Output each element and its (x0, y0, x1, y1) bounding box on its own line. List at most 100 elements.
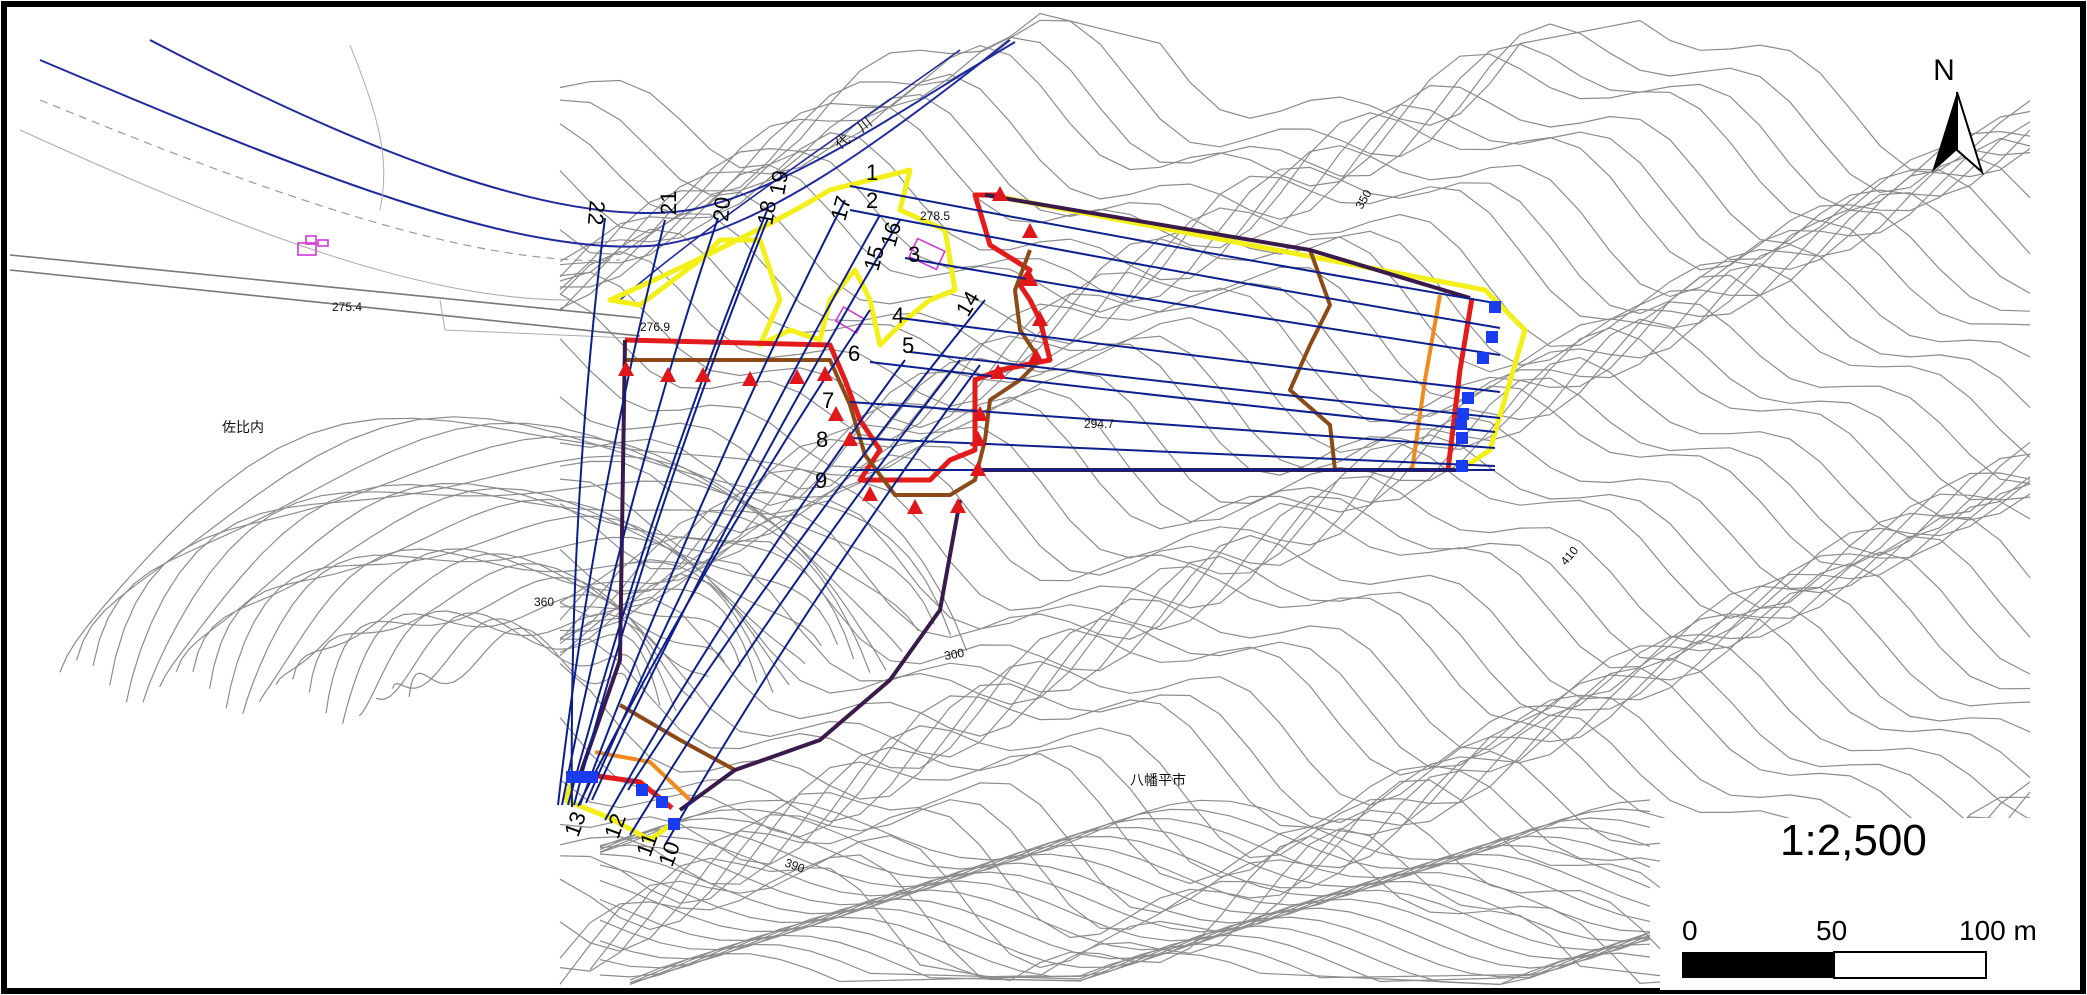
profile-line-label-22: 22 (583, 200, 610, 227)
end-marker-12 (586, 771, 598, 783)
profile-line-label-1: 1 (866, 160, 878, 185)
contour-line (242, 536, 790, 714)
end-marker-2 (1486, 331, 1498, 343)
start-marker-10 (907, 499, 923, 514)
end-marker-7 (1456, 432, 1468, 444)
contour-line (559, 150, 2031, 315)
profile-line-label-18: 18 (752, 198, 781, 226)
contour-line (599, 817, 1651, 879)
end-marker-6 (1455, 418, 1467, 430)
contour-line (559, 385, 2031, 570)
profile-line-18 (573, 217, 769, 806)
contour-line (308, 563, 725, 693)
profile-line-16 (585, 214, 881, 804)
contour-line (599, 808, 1651, 870)
contour-line (559, 657, 2031, 841)
profile-line-label-9: 9 (815, 468, 827, 493)
end-marker-14 (656, 796, 668, 808)
start-marker-4 (742, 371, 758, 386)
contour-line (599, 889, 1651, 951)
contour-line (559, 615, 2031, 778)
start-marker-5 (789, 369, 805, 384)
start-marker-16 (1028, 348, 1044, 363)
start-marker-12 (970, 461, 986, 476)
profile-line-label-20: 20 (708, 196, 735, 223)
profile-line-2 (849, 209, 1501, 329)
contour-line (559, 106, 2031, 291)
scalebar-black-segment (1682, 952, 1834, 978)
profile-line-10 (664, 364, 981, 846)
contour-line (559, 696, 2031, 878)
contour-line (559, 534, 2031, 698)
contour-line (559, 12, 2031, 171)
profile-line-12 (604, 359, 906, 821)
contour-line (559, 563, 2031, 723)
contour-line (559, 377, 2031, 556)
start-marker-7 (828, 406, 844, 421)
profile-line-3 (904, 257, 1501, 356)
end-marker-13 (636, 784, 648, 796)
profile-line-1 (849, 185, 1496, 304)
profile-line-15 (591, 219, 901, 801)
profile-line-label-3: 3 (908, 242, 920, 267)
contour-line (559, 356, 2031, 539)
contour-line (375, 612, 661, 706)
contour-line (559, 606, 2031, 769)
contour-line (559, 93, 2031, 277)
start-marker-8 (842, 431, 858, 446)
start-markers (618, 186, 1048, 514)
end-marker-5 (1457, 408, 1469, 420)
contour-line (599, 853, 1651, 915)
contour-line (175, 482, 855, 672)
contour-line (559, 132, 2031, 298)
contour-line (629, 943, 1651, 984)
contour-line (559, 714, 2031, 895)
contour-line (559, 586, 2031, 751)
profile-line-19 (567, 207, 769, 806)
start-marker-18 (1022, 271, 1038, 286)
profile-line-17 (579, 199, 846, 806)
red-zone (624, 192, 1053, 483)
end-marker-3 (1477, 352, 1489, 364)
contour-line (358, 610, 677, 717)
profile-line-label-6: 6 (848, 341, 860, 366)
profile-line-label-19: 19 (764, 168, 793, 196)
profile-line-21 (557, 219, 666, 806)
profile-line-label-7: 7 (822, 388, 834, 413)
contour-line (559, 667, 2031, 857)
contour-line (599, 862, 1651, 924)
contour-line (599, 844, 1651, 906)
contour-label-360: 360 (534, 595, 554, 609)
place-name-hachimantai: 八幡平市 (1130, 772, 1186, 788)
contour-line (559, 318, 2031, 501)
profile-line-11 (629, 359, 961, 836)
profile-line-label-5: 5 (902, 333, 914, 358)
scale-ratio: 1:2,500 (1780, 816, 1927, 865)
profile-line-14 (627, 299, 986, 791)
contour-line (559, 639, 2031, 821)
end-marker-15 (668, 818, 680, 830)
start-marker-3 (695, 367, 711, 382)
contour-line (559, 502, 2031, 669)
contour-line (559, 262, 2031, 429)
contour-line (559, 551, 2031, 717)
scale-block: 1:2,500 0 50 100 m (1660, 816, 2080, 990)
start-marker-20 (1022, 223, 1038, 238)
elevation-2785: 278.5 (920, 209, 950, 223)
contour-label-390: 390 (783, 856, 807, 876)
contour-line (559, 36, 2031, 217)
place-name-sahinai: 佐比内 (222, 419, 264, 435)
scalebar-white-segment (1833, 951, 1987, 979)
contour-line (559, 44, 2031, 234)
profile-line-7 (849, 401, 1496, 449)
contour-line (142, 480, 887, 703)
start-marker-14 (972, 406, 988, 421)
profile-line-label-2: 2 (866, 188, 878, 213)
profile-line-label-8: 8 (816, 427, 828, 452)
contour-line (75, 416, 952, 661)
contour-line (599, 835, 1651, 897)
end-marker-4 (1462, 392, 1474, 404)
contour-line (275, 548, 758, 685)
end-marker-8 (1456, 460, 1468, 472)
contour-line (258, 548, 774, 703)
